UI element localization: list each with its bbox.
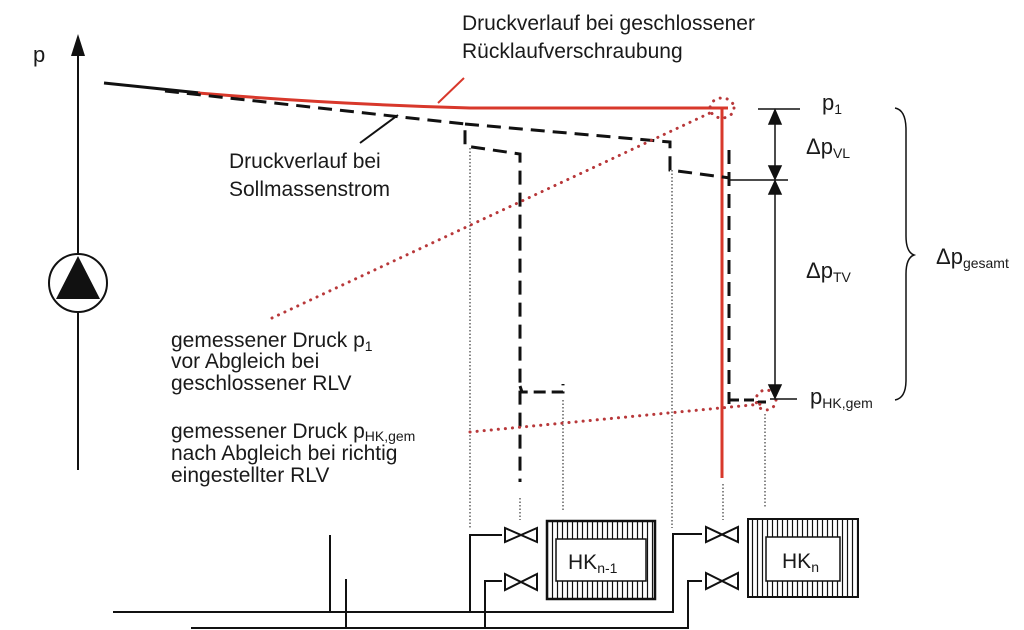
nominal-flow-line2: Sollmassenstrom xyxy=(229,178,390,201)
svg-text:gemessener Druck p1: gemessener Druck p1 xyxy=(171,329,373,354)
measurement-leaders xyxy=(270,96,778,434)
pressure-axis: p xyxy=(33,34,85,470)
svg-text:geschlossener RLV: geschlossener RLV xyxy=(171,372,352,395)
pump-icon xyxy=(48,253,108,313)
p1-label: p1 xyxy=(822,90,842,117)
p-hk-gem-label: pHK,gem xyxy=(810,384,873,411)
nominal-flow-line1: Druckverlauf bei xyxy=(229,150,381,173)
dotted-guides xyxy=(469,148,766,528)
leader-p1 xyxy=(270,110,714,320)
phk-measure-ring xyxy=(754,388,778,412)
nominal-flow-pressure-curve xyxy=(164,89,766,482)
closed-return-pressure-curve xyxy=(197,91,728,478)
svg-text:gemessener Druck pHK,gem: gemessener Druck pHK,gem xyxy=(171,420,415,444)
axis-label: p xyxy=(33,42,45,67)
p1-measure-ring xyxy=(708,96,736,120)
nominal-flow-leader xyxy=(359,114,399,144)
closed-return-title-line2: Rücklaufverschraubung xyxy=(462,40,683,63)
dp-gesamt-label: Δpgesamt xyxy=(936,244,1009,271)
measured-phk-note: gemessener Druck pHK,gem nach Abgleich b… xyxy=(171,420,415,487)
measured-p1-note: gemessener Druck p1 vor Abgleich bei ges… xyxy=(171,329,373,395)
return-pipe xyxy=(191,580,702,629)
radiator-label: HKn-1 xyxy=(568,551,618,576)
piping xyxy=(113,533,702,629)
pressure-dimensions xyxy=(728,107,917,401)
radiator-hk-n-1: HKn-1 xyxy=(545,519,657,601)
dp-vl-label: ΔpVL xyxy=(806,134,850,161)
axis-arrow-icon xyxy=(71,34,85,56)
dp-tv-label: ΔpTV xyxy=(806,258,851,285)
svg-text:vor Abgleich bei: vor Abgleich bei xyxy=(171,350,319,373)
valve-icon xyxy=(504,525,739,592)
closed-return-title-line1: Druckverlauf bei geschlossener xyxy=(462,12,755,35)
leader-phk xyxy=(468,402,764,434)
supply-line-start xyxy=(103,81,201,95)
supply-pipe xyxy=(113,533,702,613)
svg-text:nach Abgleich bei richtig: nach Abgleich bei richtig xyxy=(171,442,397,465)
svg-text:eingestellter RLV: eingestellter RLV xyxy=(171,464,329,487)
radiator-label: HKn xyxy=(782,550,819,575)
radiator-hk-n: HKn xyxy=(747,518,859,598)
closed-return-leader xyxy=(437,77,465,104)
